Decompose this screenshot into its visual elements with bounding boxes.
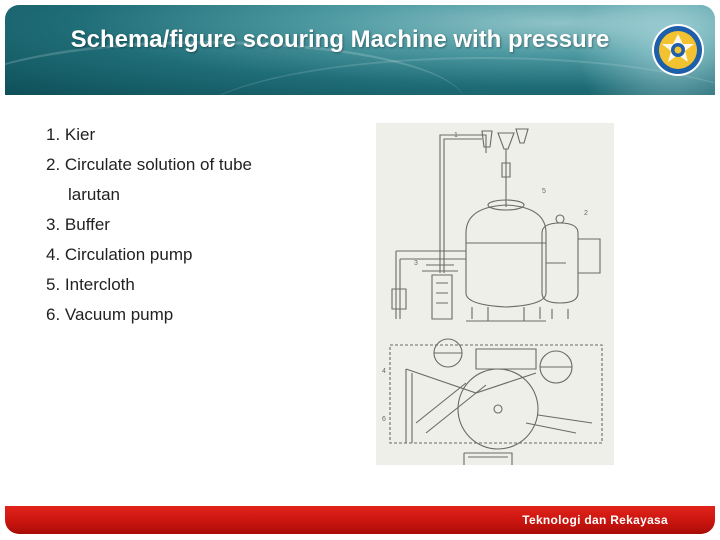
list-item: 2. Circulate solution of tube [46, 155, 253, 174]
component-list: 1. Kier 2. Circulate solution of tube la… [46, 120, 252, 330]
list-item: 1. Kier [46, 125, 96, 144]
list-item: 5. Intercloth [46, 275, 135, 294]
list-item: 3. Buffer [46, 215, 110, 234]
footer-bar: Teknologi dan Rekayasa [5, 506, 715, 534]
header-banner [5, 5, 715, 95]
figure-label: 2 [584, 210, 588, 217]
slide-title: Schema/figure scouring Machine with pres… [70, 26, 610, 53]
footer-text: Teknologi dan Rekayasa [522, 513, 668, 527]
list-item: 6. Vacuum pump [46, 305, 174, 324]
figure-label: 3 [414, 260, 418, 267]
figure-label: 5 [542, 188, 546, 195]
header-wave [185, 57, 715, 95]
list-item: 4. Circulation pump [46, 245, 193, 264]
machine-schematic-figure: 1 2 3 4 5 6 [376, 123, 614, 465]
figure-label: 6 [382, 416, 386, 423]
ministry-emblem-icon [652, 24, 704, 76]
figure-label: 1 [454, 132, 458, 139]
list-item-continuation: larutan [68, 185, 120, 204]
figure-label: 4 [382, 368, 386, 375]
header-wave [5, 41, 465, 95]
